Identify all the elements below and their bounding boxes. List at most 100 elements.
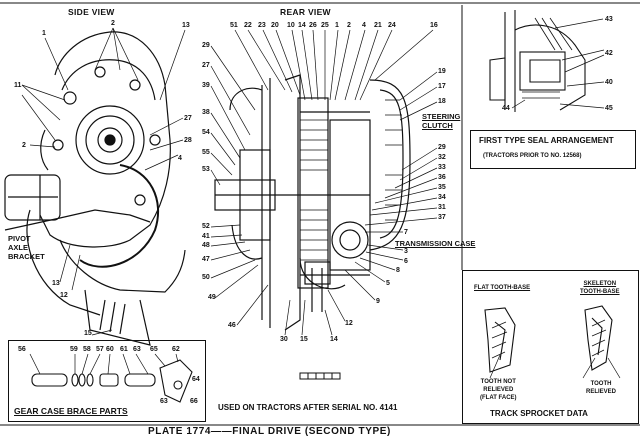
- sprocket-box: [462, 270, 639, 424]
- brace-title: GEAR CASE BRACE PARTS: [14, 406, 128, 416]
- callout: 34: [438, 194, 446, 201]
- callout: 21: [374, 22, 382, 29]
- seal-drawing: [489, 10, 586, 112]
- callout: 47: [202, 256, 210, 263]
- callout: 54: [202, 129, 210, 136]
- side-view-drawing: [4, 31, 186, 346]
- callout: 63: [160, 398, 168, 405]
- callout: 14: [298, 22, 306, 29]
- callout: 1: [42, 30, 46, 37]
- seal-subtitle: (TRACTORS PRIOR TO NO. 12568): [483, 153, 582, 159]
- callout: 30: [280, 336, 288, 343]
- flat-tooth-note: TOOTH NOT RELIEVED (FLAT FACE): [480, 379, 517, 401]
- callout: 19: [438, 68, 446, 75]
- brace-leaders: [29, 353, 179, 375]
- rear-view-hatching: [300, 99, 402, 261]
- callout: 11: [14, 82, 22, 89]
- callout: 3: [404, 248, 408, 255]
- callout: 59: [70, 346, 78, 353]
- callout: 31: [438, 204, 446, 211]
- callout: 51: [230, 22, 238, 29]
- side-view-title: SIDE VIEW: [68, 7, 115, 17]
- callout: 27: [202, 62, 210, 69]
- callout: 18: [438, 98, 446, 105]
- callout: 5: [386, 280, 390, 287]
- skeleton-tooth-note: TOOTH RELIEVED: [586, 381, 617, 395]
- callout: 4: [362, 22, 366, 29]
- side-view-leaders: [21, 27, 186, 336]
- callout: 9: [376, 298, 380, 305]
- sprocket-hatching: [491, 319, 607, 359]
- callout: 2: [347, 22, 351, 29]
- callout: 58: [83, 346, 91, 353]
- callout: 53: [202, 166, 210, 173]
- callout: 23: [258, 22, 266, 29]
- callout: 62: [172, 346, 180, 353]
- callout: 25: [321, 22, 329, 29]
- callout: 61: [120, 346, 128, 353]
- callout: 37: [438, 214, 446, 221]
- callout: 2: [111, 20, 115, 27]
- callout: 36: [438, 174, 446, 181]
- callout: 12: [345, 320, 353, 327]
- callout: 2: [22, 142, 26, 149]
- callout: 66: [190, 398, 198, 405]
- callout: 52: [202, 223, 210, 230]
- callout: 10: [287, 22, 295, 29]
- callout: 6: [404, 258, 408, 265]
- callout: 49: [208, 294, 216, 301]
- seal-leaders: [511, 18, 605, 109]
- seal-caption-box: FIRST TYPE SEAL ARRANGEMENT (TRACTORS PR…: [470, 130, 636, 169]
- callout: 65: [150, 346, 158, 353]
- callout: 32: [438, 154, 446, 161]
- callout: 4: [178, 155, 182, 162]
- callout: 43: [605, 16, 613, 23]
- callout: 20: [271, 22, 279, 29]
- callout: 1: [335, 22, 339, 29]
- transmission-case-label: TRANSMISSION CASE: [395, 239, 476, 248]
- callout: 40: [605, 79, 613, 86]
- callout: 41: [202, 233, 210, 240]
- callout: 8: [396, 267, 400, 274]
- callout: 22: [244, 22, 252, 29]
- callout: 27: [184, 115, 192, 122]
- callout: 33: [438, 164, 446, 171]
- callout: 64: [192, 376, 200, 383]
- callout: 56: [18, 346, 26, 353]
- seal-hatching: [522, 17, 573, 99]
- sprocket-drawing-skeleton: [584, 305, 613, 371]
- callout: 24: [388, 22, 396, 29]
- used-on-note: USED ON TRACTORS AFTER SERIAL NO. 4141: [218, 403, 398, 412]
- brace-parts-box: [8, 340, 206, 422]
- sprocket-title: TRACK SPROCKET DATA: [490, 409, 588, 418]
- callout: 26: [309, 22, 317, 29]
- callout: 38: [202, 109, 210, 116]
- steering-clutch-label: STEERING CLUTCH: [422, 112, 461, 130]
- callout: 35: [438, 184, 446, 191]
- callout: 48: [202, 242, 210, 249]
- callout: 45: [605, 105, 613, 112]
- callout: 29: [438, 144, 446, 151]
- callout: 14: [330, 336, 338, 343]
- callout: 50: [202, 274, 210, 281]
- callout: 28: [184, 137, 192, 144]
- callout: 42: [605, 50, 613, 57]
- callout: 60: [106, 346, 114, 353]
- callout: 63: [133, 346, 141, 353]
- callout: 16: [430, 22, 438, 29]
- pivot-axle-bracket-label: PIVOT AXLE BRACKET: [8, 234, 45, 261]
- rear-view-leaders: [210, 29, 438, 336]
- callout: 55: [202, 149, 210, 156]
- callout: 29: [202, 42, 210, 49]
- plate-title: PLATE 1774——FINAL DRIVE (SECOND TYPE): [148, 426, 391, 437]
- callout: 13: [182, 22, 190, 29]
- seal-title: FIRST TYPE SEAL ARRANGEMENT: [479, 136, 614, 145]
- skeleton-tooth-base-title: SKELETON TOOTH-BASE: [580, 281, 620, 295]
- callout: 39: [202, 82, 210, 89]
- callout: 15: [84, 330, 92, 337]
- callout: 12: [60, 292, 68, 299]
- flat-tooth-base-title: FLAT TOOTH-BASE: [474, 285, 531, 291]
- callout: 17: [438, 83, 446, 90]
- rear-view-title: REAR VIEW: [280, 7, 331, 17]
